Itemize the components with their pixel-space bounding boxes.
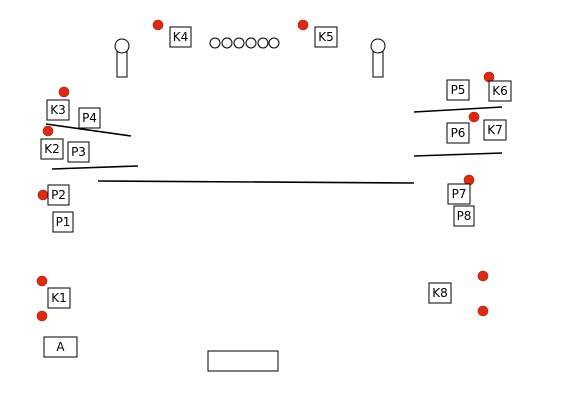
right-post-stem [372, 51, 384, 78]
red-marker [477, 305, 489, 317]
red-marker [58, 86, 70, 98]
red-marker [152, 19, 164, 31]
label-box-p7: P7 [447, 183, 471, 205]
circle-row [209, 37, 280, 49]
label-p6: P6 [451, 126, 466, 140]
label-box-k3: K3 [46, 99, 70, 121]
row-circle [268, 37, 280, 49]
label-p8: P8 [457, 209, 472, 223]
label-p2: P2 [51, 188, 66, 202]
label-box-k4: K4 [169, 26, 192, 48]
right-lower-bar [413, 152, 503, 157]
row-circle [257, 37, 269, 49]
label-k5: K5 [318, 30, 334, 44]
label-box-p3: P3 [67, 141, 90, 163]
label-p7: P7 [452, 187, 467, 201]
bars [45, 106, 503, 184]
label-k8: K8 [432, 286, 448, 300]
label-box-p8: P8 [453, 205, 475, 227]
label-box-k8: K8 [428, 282, 452, 304]
red-marker [36, 275, 48, 287]
label-k7: K7 [487, 123, 503, 137]
left-post-head [114, 38, 130, 54]
right-post [370, 38, 386, 78]
label-k3: K3 [50, 103, 66, 117]
label-box-k5: K5 [314, 26, 338, 48]
label-box-p4: P4 [78, 107, 101, 129]
label-box-k1: K1 [47, 287, 71, 309]
row-circle [221, 37, 233, 49]
markers [36, 19, 495, 322]
label-box-p1: P1 [52, 211, 74, 233]
red-marker [36, 310, 48, 322]
right-upper-bar [413, 106, 503, 113]
left-lower-bar [51, 165, 139, 170]
red-marker [297, 19, 309, 31]
center-long-bar [97, 180, 415, 184]
label-k1: K1 [51, 291, 67, 305]
row-circle [209, 37, 221, 49]
red-marker [477, 270, 489, 282]
left-post-stem [116, 51, 128, 78]
left-post [114, 38, 130, 78]
label-box-p6: P6 [446, 122, 470, 144]
bottom-center-box [207, 350, 279, 372]
row-circle [245, 37, 257, 49]
label-k4: K4 [173, 30, 189, 44]
label-p3: P3 [71, 145, 86, 159]
label-box-k7: K7 [483, 119, 507, 141]
label-a: A [56, 340, 65, 354]
label-box-p5: P5 [446, 79, 470, 101]
label-p1: P1 [56, 215, 71, 229]
left-slanted-bar [45, 123, 132, 137]
label-p5: P5 [451, 83, 466, 97]
label-box-p2: P2 [47, 184, 70, 206]
label-k6: K6 [492, 84, 508, 98]
red-marker [42, 125, 54, 137]
label-box-a: A [43, 336, 78, 358]
red-marker [468, 111, 480, 123]
label-k2: K2 [44, 142, 60, 156]
right-post-head [370, 38, 386, 54]
label-box-k2: K2 [40, 138, 64, 160]
red-marker [37, 189, 49, 201]
label-box-k6: K6 [488, 80, 512, 102]
label-p4: P4 [82, 111, 97, 125]
row-circle [233, 37, 245, 49]
